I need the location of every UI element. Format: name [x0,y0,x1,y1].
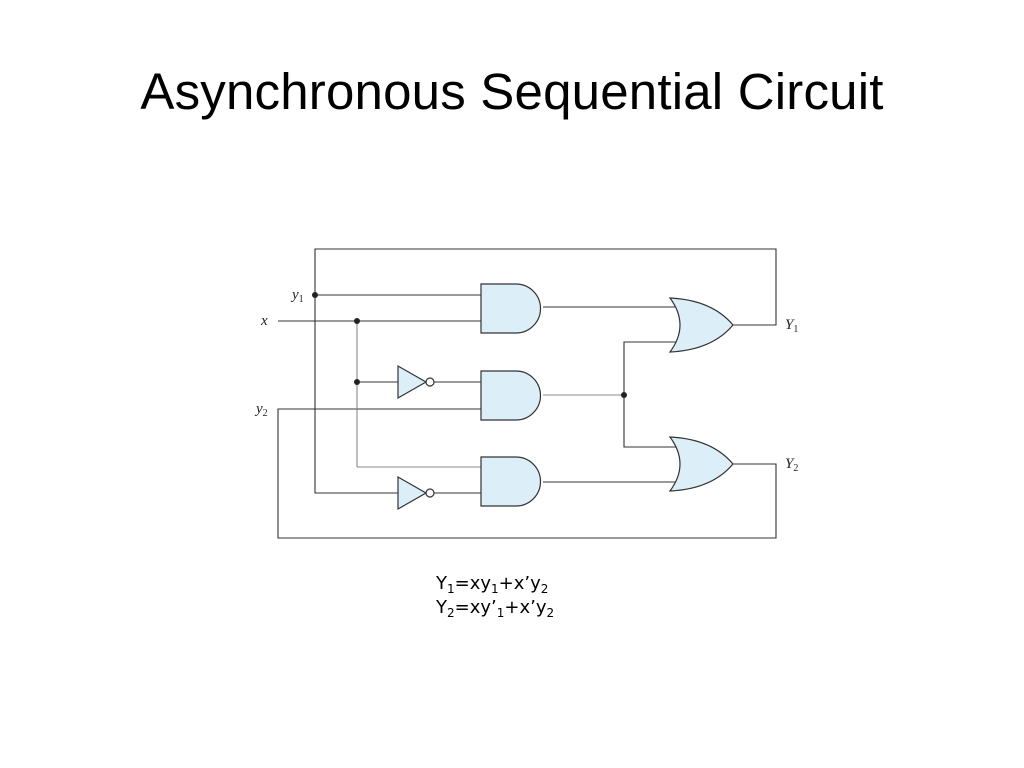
and-gate-1 [480,283,542,334]
or-gate-2 [668,436,734,492]
feedback-wire-y2 [277,408,777,539]
not-gate-2 [397,475,428,511]
junction-and2-out [621,392,627,398]
equations: Y1=xy1+x’y2 Y2=xy’1+x’y2 [436,572,554,620]
feedback-wire-y1 [314,248,777,494]
junction-y1 [312,292,318,298]
not-gate-2-bubble [425,488,435,498]
not-gate-1 [397,364,428,400]
wire-split-to-or1 [623,341,677,448]
and-gate-2 [480,370,542,421]
label-y1: y1 [290,287,304,305]
label-y2: y2 [254,401,268,419]
and-gate-3 [480,456,542,507]
label-x: x [260,313,268,329]
junction-x [354,318,360,324]
slide-title: Asynchronous Sequential Circuit [140,63,884,120]
or-gate-1 [668,297,734,353]
equation-Y1: Y1=xy1+x’y2 [436,573,549,596]
not-gate-1-bubble [425,377,435,387]
label-Y1: Y1 [785,317,798,335]
junction-x-not [354,379,360,385]
equation-Y2: Y2=xy’1+x’y2 [436,597,555,620]
label-Y2: Y2 [785,456,798,474]
